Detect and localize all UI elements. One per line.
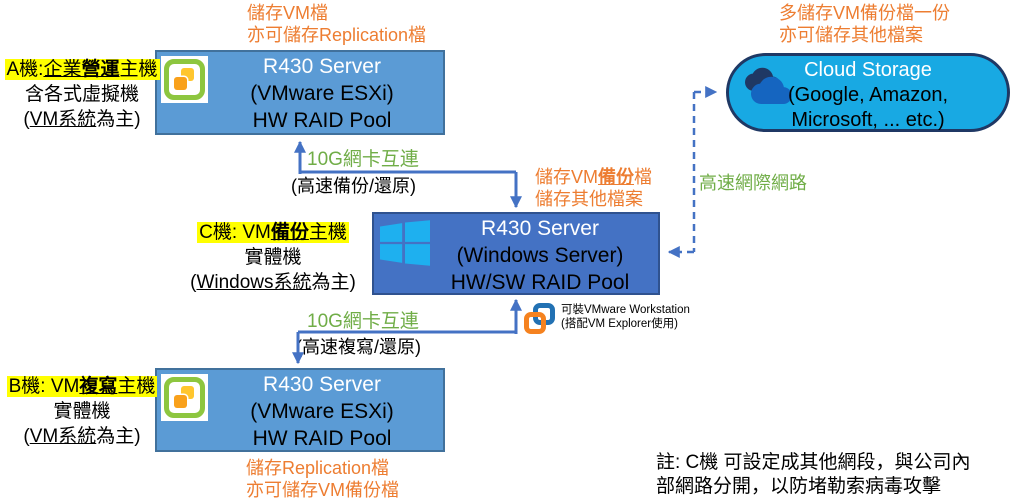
label-machine-c: C機: VM備份主機 實體機 (Windows系統為主) — [178, 220, 368, 295]
vmware-workstation-note: 可裝VMware Workstation (搭配VM Explorer使用) — [561, 304, 690, 330]
label-b-line2: 實體機 — [53, 401, 111, 422]
link-cloud-green-label: 高速網際網路 — [699, 173, 807, 193]
server-raid: HW/SW RAID Pool — [450, 271, 630, 294]
label-c-line3: (Windows系統為主) — [190, 272, 356, 293]
cloud-providers-2: Microsoft, ... etc.) — [791, 109, 945, 131]
windows-logo-icon — [380, 220, 430, 266]
server-c-text: R430 Server (Windows Server) HW/SW RAID … — [426, 215, 654, 296]
server-raid: HW RAID Pool — [252, 427, 392, 450]
vmware-workstation-icon — [524, 303, 555, 334]
caption-line: 亦可儲存Replication檔 — [247, 25, 427, 45]
link-ac-green-label: 10G網卡互連 — [307, 149, 419, 170]
cloud-providers-1: (Google, Amazon, — [787, 84, 949, 106]
caption-cloud-storage: 多儲存VM備份檔一份 亦可儲存其他檔案 — [779, 2, 950, 46]
label-machine-b: B機: VM複寫主機 實體機 (VM系統為主) — [0, 374, 164, 449]
server-os: (Windows Server) — [456, 244, 624, 267]
server-title: R430 Server — [481, 217, 599, 240]
label-machine-a: A機:企業營運主機 含各式虛擬機 (VM系統為主) — [0, 57, 164, 132]
label-b-highlight: B機: VM複寫主機 — [6, 376, 158, 397]
server-os: (VMware ESXi) — [250, 400, 394, 423]
link-cb-black-label: (高速複寫/還原) — [296, 337, 421, 357]
caption-line: 亦可儲存其他檔案 — [779, 25, 923, 45]
server-a-box: R430 Server (VMware ESXi) HW RAID Pool — [155, 50, 445, 135]
caption-line: 多儲存VM備份檔一份 — [779, 3, 950, 23]
caption-server-b-storage: 儲存Replication檔 亦可儲存VM備份檔 — [246, 457, 399, 501]
server-os: (VMware ESXi) — [250, 82, 394, 105]
server-title: R430 Server — [263, 373, 381, 396]
server-title: R430 Server — [263, 55, 381, 78]
server-raid: HW RAID Pool — [252, 109, 392, 132]
vmware-esxi-icon — [161, 56, 208, 103]
server-b-box: R430 Server (VMware ESXi) HW RAID Pool — [155, 368, 445, 452]
caption-line: 儲存VM備份檔 — [535, 167, 652, 187]
caption-server-a-storage: 儲存VM檔 亦可儲存Replication檔 — [247, 2, 426, 46]
cloud-title: Cloud Storage — [804, 59, 932, 81]
cloud-icon — [745, 67, 792, 104]
link-cb-green-label: 10G網卡互連 — [307, 311, 419, 332]
label-a-highlight: A機:企業營運主機 — [4, 59, 160, 80]
footnote: 註: C機 可設定成其他網段，與公司內 部網路分開，以防堵勒索病毒攻擊 — [656, 452, 971, 497]
label-a-line2: 含各式虛擬機 — [24, 84, 139, 105]
caption-line: 儲存Replication檔 — [246, 458, 390, 478]
server-b-text: R430 Server (VMware ESXi) HW RAID Pool — [205, 371, 439, 452]
label-b-line3: (VM系統為主) — [23, 426, 141, 447]
label-c-highlight: C機: VM備份主機 — [197, 222, 349, 243]
server-a-text: R430 Server (VMware ESXi) HW RAID Pool — [205, 53, 439, 134]
vmware-esxi-icon — [161, 374, 208, 421]
cloud-storage-node: Cloud Storage (Google, Amazon, Microsoft… — [726, 53, 1010, 132]
caption-server-c-storage: 儲存VM備份檔 儲存其他檔案 — [535, 166, 652, 210]
label-a-line3: (VM系統為主) — [23, 109, 141, 130]
server-c-box: R430 Server (Windows Server) HW/SW RAID … — [372, 212, 660, 295]
caption-line: 儲存VM檔 — [247, 3, 328, 23]
caption-line: 亦可儲存VM備份檔 — [246, 480, 399, 500]
cloud-text: Cloud Storage (Google, Amazon, Microsoft… — [729, 58, 1007, 133]
label-c-line2: 實體機 — [244, 247, 302, 268]
link-ac-black-label: (高速備份/還原) — [291, 176, 416, 196]
caption-line: 儲存其他檔案 — [535, 189, 643, 209]
